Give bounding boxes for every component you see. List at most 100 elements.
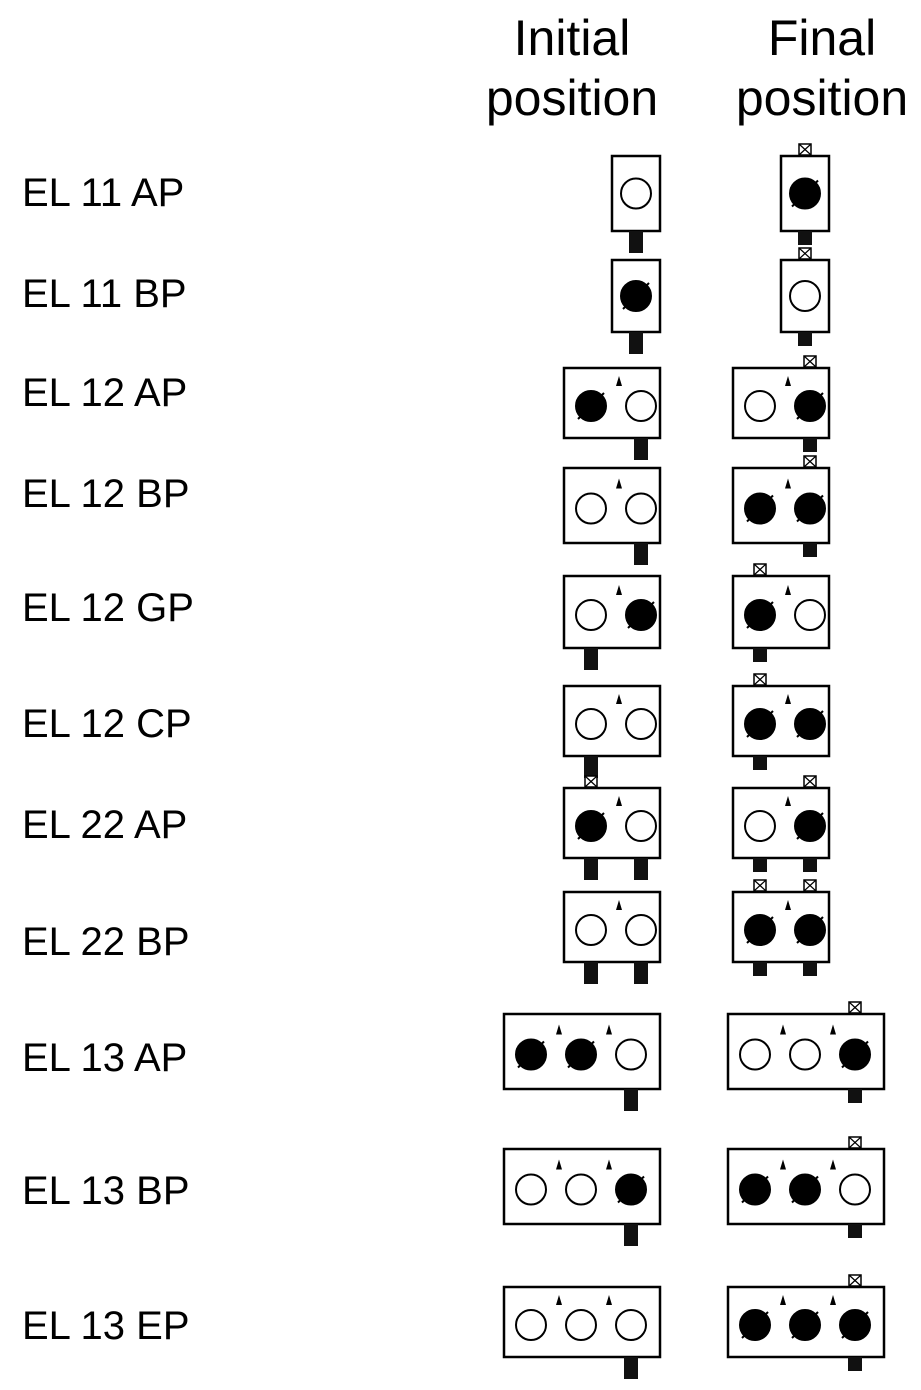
arrow-marker-icon xyxy=(785,376,791,386)
connector-terminal xyxy=(753,858,767,872)
connector-terminal xyxy=(753,962,767,976)
contact-cross-line xyxy=(803,355,817,368)
unlit-lamp-icon xyxy=(789,1038,821,1071)
lamp-slash-mark xyxy=(841,1040,869,1069)
row-label-el12gp: EL 12 GP xyxy=(22,586,194,630)
unlit-lamp-icon xyxy=(839,1173,871,1206)
row-el13bp-final-panel xyxy=(726,1136,886,1238)
unlit-lamp-icon xyxy=(625,492,657,525)
row-el22bp-final-panel xyxy=(731,879,831,976)
lamp-slash-mark xyxy=(796,710,824,738)
row-el11bp-final-panel xyxy=(779,247,831,346)
connector-terminal xyxy=(848,1089,862,1103)
contact-cross-line xyxy=(848,1274,862,1287)
connector-terminal xyxy=(584,858,598,880)
connector-terminal xyxy=(803,543,817,557)
connector-terminal xyxy=(584,648,598,670)
row-el12gp-final-panel xyxy=(731,563,831,662)
unlit-lamp-icon xyxy=(739,1038,771,1071)
row-label-el13ap: EL 13 AP xyxy=(22,1036,188,1080)
unlit-lamp-icon xyxy=(515,1173,547,1206)
header-initial-line2: position xyxy=(485,70,659,126)
row-label-el11bp: EL 11 BP xyxy=(22,272,187,316)
connector-terminal xyxy=(634,543,648,565)
arrow-marker-icon xyxy=(780,1295,786,1305)
connector-terminal xyxy=(624,1224,638,1246)
row-label-el13ep: EL 13 EP xyxy=(22,1304,190,1348)
arrow-marker-icon xyxy=(616,694,622,704)
arrow-marker-icon xyxy=(785,694,791,704)
lamp-slash-mark xyxy=(791,179,819,208)
arrow-marker-icon xyxy=(830,1024,836,1035)
arrow-marker-icon xyxy=(556,1295,562,1305)
lamp-slash-mark xyxy=(791,1311,819,1339)
arrow-marker-icon xyxy=(606,1024,612,1035)
row-el13ep-initial-panel xyxy=(502,1285,662,1379)
row-label-el22ap: EL 22 AP xyxy=(22,803,188,847)
unlit-lamp-icon xyxy=(565,1173,597,1206)
connector-terminal xyxy=(803,962,817,976)
unlit-lamp-icon xyxy=(575,492,607,525)
arrow-marker-icon xyxy=(616,796,622,806)
lamp-slash-mark xyxy=(622,282,650,310)
arrow-marker-icon xyxy=(780,1159,786,1170)
row-el12bp-final-panel xyxy=(731,455,831,557)
connector-terminal xyxy=(624,1357,638,1379)
row-el13ap-initial-panel xyxy=(502,1012,662,1111)
header-initial-position: Initial position xyxy=(462,8,682,128)
contact-cross-line xyxy=(803,775,817,788)
arrow-marker-icon xyxy=(606,1159,612,1170)
row-el12gp-initial-panel xyxy=(562,574,662,670)
lamp-slash-mark xyxy=(796,494,824,523)
row-label-el11ap: EL 11 AP xyxy=(22,171,185,215)
row-label-el22bp: EL 22 BP xyxy=(22,920,190,964)
row-el12bp-initial-panel xyxy=(562,466,662,565)
connector-terminal xyxy=(798,231,812,245)
contact-cross-line xyxy=(584,775,598,788)
row-el12cp-initial-panel xyxy=(562,684,662,778)
connector-terminal xyxy=(624,1089,638,1111)
unlit-lamp-icon xyxy=(625,914,657,946)
connector-terminal xyxy=(584,962,598,984)
unlit-lamp-icon xyxy=(620,177,652,210)
lamp-slash-mark xyxy=(841,1311,869,1339)
lamp-slash-mark xyxy=(791,1175,819,1204)
contact-cross-line xyxy=(753,673,767,686)
header-initial-line1: Initial xyxy=(513,10,631,66)
lamp-slash-mark xyxy=(746,916,774,944)
lamp-slash-mark xyxy=(517,1040,545,1069)
connector-terminal xyxy=(848,1224,862,1238)
contact-cross-line xyxy=(848,1001,862,1014)
header-final-line1: Final xyxy=(767,10,877,66)
lamp-slash-mark xyxy=(796,392,824,420)
row-el13bp-initial-panel xyxy=(502,1147,662,1246)
row-el11ap-initial-panel xyxy=(610,154,662,253)
unlit-lamp-icon xyxy=(515,1309,547,1341)
arrow-marker-icon xyxy=(785,478,791,489)
row-el13ep-final-panel xyxy=(726,1274,886,1371)
lamp-slash-mark xyxy=(746,710,774,738)
unlit-lamp-icon xyxy=(789,280,821,312)
connector-terminal xyxy=(753,756,767,770)
connector-terminal xyxy=(798,332,812,346)
unlit-lamp-icon xyxy=(575,599,607,631)
arrow-marker-icon xyxy=(616,900,622,910)
contact-cross-line xyxy=(803,879,817,892)
arrow-marker-icon xyxy=(785,900,791,910)
row-el12ap-final-panel xyxy=(731,355,831,452)
connector-terminal xyxy=(634,962,648,984)
row-label-el13bp: EL 13 BP xyxy=(22,1169,190,1213)
unlit-lamp-icon xyxy=(575,708,607,740)
row-el22bp-initial-panel xyxy=(562,890,662,984)
contact-cross-line xyxy=(848,1136,862,1149)
row-el11bp-initial-panel xyxy=(610,258,662,354)
unlit-lamp-icon xyxy=(615,1309,647,1341)
unlit-lamp-icon xyxy=(744,390,776,422)
row-label-el12cp: EL 12 CP xyxy=(22,702,192,746)
header-final-line2: position xyxy=(735,70,909,126)
connector-terminal xyxy=(848,1357,862,1371)
lamp-slash-mark xyxy=(567,1040,595,1069)
arrow-marker-icon xyxy=(830,1159,836,1170)
row-label-el12bp: EL 12 BP xyxy=(22,472,190,516)
row-el12cp-final-panel xyxy=(731,673,831,770)
